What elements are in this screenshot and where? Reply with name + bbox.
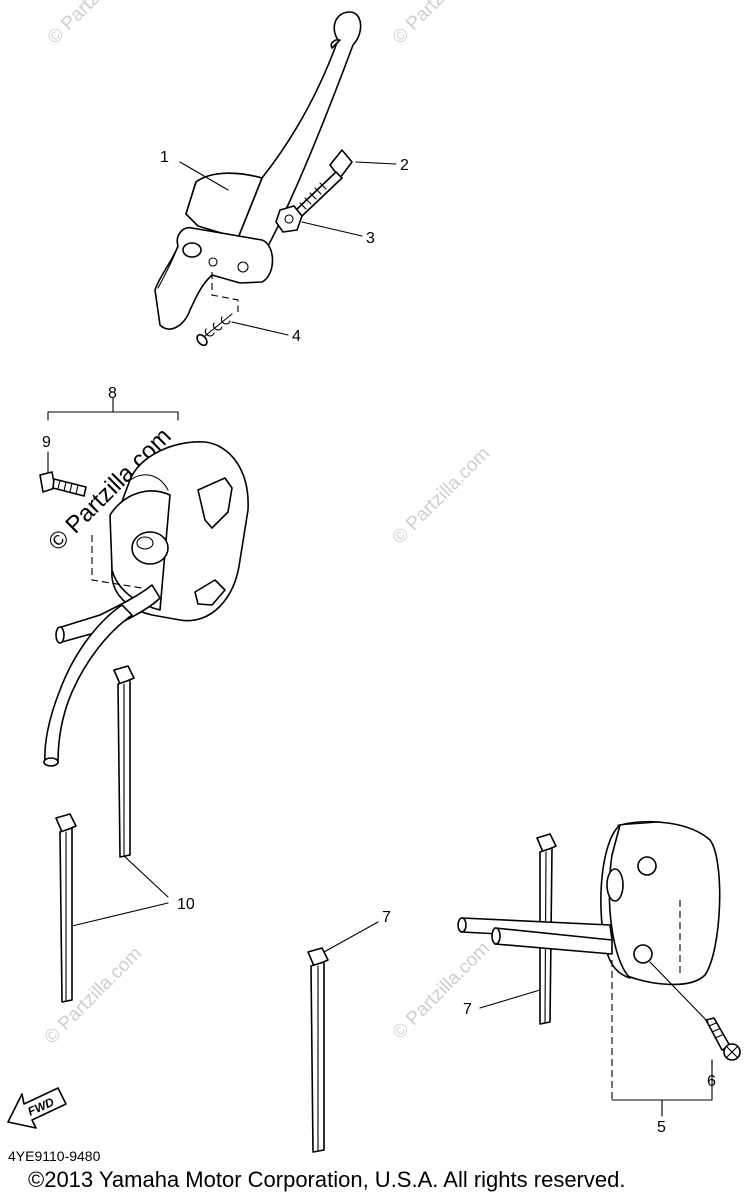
part-1-lever <box>154 11 362 330</box>
part-8-left-switch <box>43 441 249 767</box>
fwd-arrow-icon: FWD <box>7 1087 67 1129</box>
part-10-cable-ties <box>55 665 135 1003</box>
diagram-code: 4YE9110-9480 <box>8 1148 101 1164</box>
part-4-spring <box>196 313 233 347</box>
watermark: © Partzilla.com <box>41 943 146 1048</box>
callout-4: 4 <box>292 328 301 345</box>
callout-5: 5 <box>657 1119 666 1136</box>
part-2-bolt <box>295 149 353 217</box>
callout-2: 2 <box>400 157 409 174</box>
part-9-screw <box>39 471 87 497</box>
leader-lines <box>47 161 713 1117</box>
watermark: © Partzilla.com <box>389 443 494 548</box>
callout-9: 9 <box>42 434 51 451</box>
copyright-notice: ©2013 Yamaha Motor Corporation, U.S.A. A… <box>28 1167 626 1192</box>
callout-1: 1 <box>160 149 169 166</box>
part-3-nut <box>275 205 303 233</box>
watermark: © Partzilla.com <box>389 938 494 1043</box>
callout-numbers: 1 2 3 4 5 6 7 7 8 9 10 <box>42 149 716 1136</box>
callout-7: 7 <box>382 909 391 926</box>
watermark: © Partzilla.com <box>389 0 494 49</box>
part-7-cable-tie <box>307 947 329 1153</box>
callout-8: 8 <box>108 385 117 402</box>
part-6-screw <box>705 1017 741 1061</box>
callout-10: 10 <box>177 896 195 913</box>
part-5-right-switch <box>457 820 721 1100</box>
callout-3: 3 <box>366 230 375 247</box>
callout-7-right: 7 <box>463 1001 472 1018</box>
callout-6: 6 <box>707 1073 716 1090</box>
watermarks: © Partzilla.com © Partzilla.com © Partzi… <box>41 0 494 1049</box>
watermark: © Partzilla.com <box>44 0 149 49</box>
